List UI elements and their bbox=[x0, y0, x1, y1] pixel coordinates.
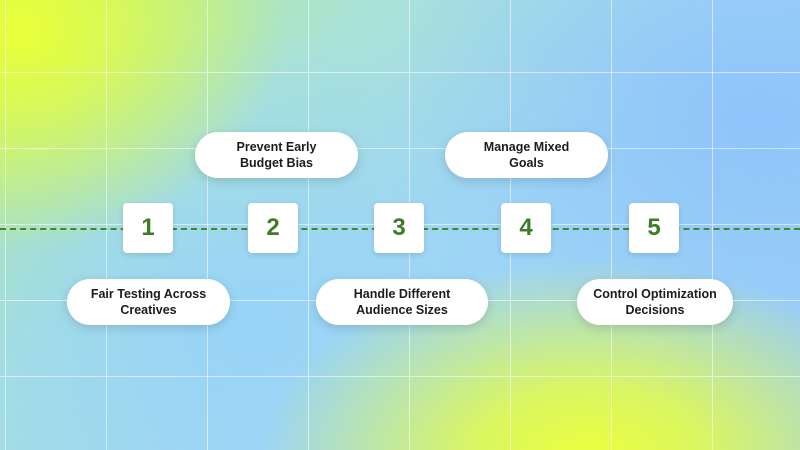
step-label-4: Manage Mixed Goals bbox=[445, 132, 608, 178]
step-label-1-line1: Fair Testing Across bbox=[90, 287, 207, 301]
step-number-4: 4 bbox=[501, 203, 551, 253]
step-number-2: 2 bbox=[248, 203, 298, 253]
step-label-5-line2: Decisions bbox=[625, 303, 685, 317]
step-label-2-line2: Budget Bias bbox=[240, 156, 313, 170]
step-number-5: 5 bbox=[629, 203, 679, 253]
step-label-4-line1: Manage Mixed bbox=[483, 140, 570, 154]
step-label-2: Prevent Early Budget Bias bbox=[195, 132, 358, 178]
step-number-1: 1 bbox=[123, 203, 173, 253]
step-label-2-line1: Prevent Early bbox=[236, 140, 317, 154]
step-label-3-line2: Audience Sizes bbox=[356, 303, 448, 317]
step-label-4-line2: Goals bbox=[509, 156, 544, 170]
step-label-3-line1: Handle Different bbox=[353, 287, 451, 301]
step-label-5-line1: Control Optimization bbox=[593, 287, 717, 301]
step-label-1: Fair Testing Across Creatives bbox=[67, 279, 230, 325]
step-label-5: Control Optimization Decisions bbox=[577, 279, 733, 325]
step-label-1-line2: Creatives bbox=[120, 303, 177, 317]
step-label-3: Handle Different Audience Sizes bbox=[316, 279, 488, 325]
step-number-3: 3 bbox=[374, 203, 424, 253]
